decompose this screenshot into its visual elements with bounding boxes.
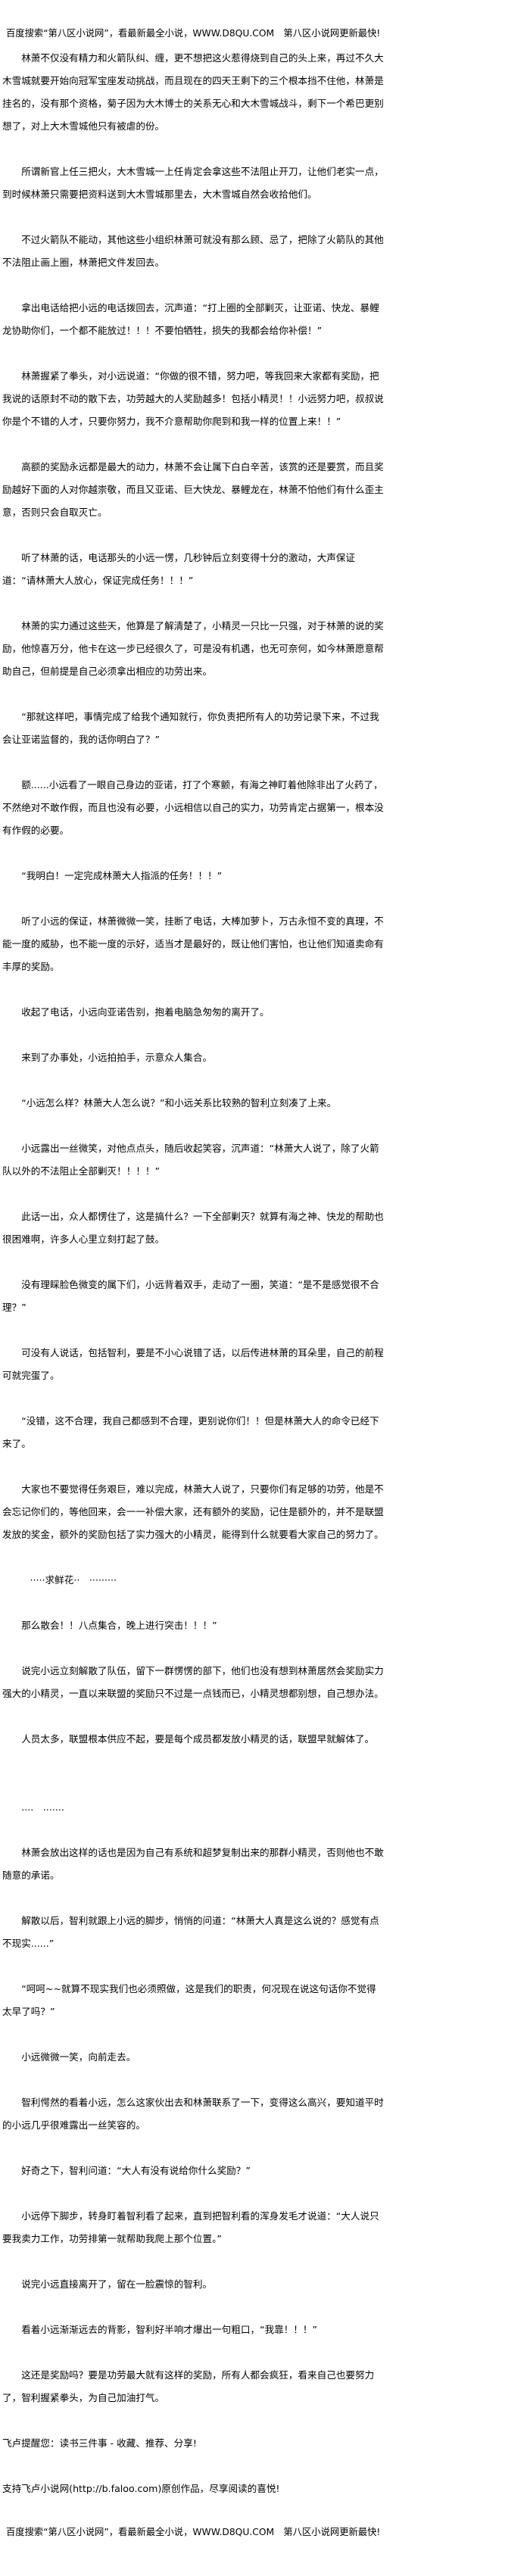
- paragraph: “没错，这不合理，我自己都感到不合理，更别说你们！！但是林萧大人的命令已经下来了…: [2, 1415, 379, 1449]
- paragraph: “我明白！一定完成林萧大人指派的任务！！！”: [21, 870, 223, 881]
- paragraph: 林萧握紧了拳头，对小远说道：“你做的很不错，努力吧，等我回来大家都有奖励，把我说…: [2, 370, 384, 427]
- paragraph: .... .......: [21, 1801, 64, 1813]
- paragraph: 听了林萧的话，电话那头的小远一愣，几秒钟后立刻变得十分的激动，大声保证道：“请林…: [2, 552, 355, 586]
- paragraph: 解散以后，智利就跟上小远的脚步，悄悄的问道：“林萧大人真是这么说的？感觉有点不现…: [2, 1915, 379, 1949]
- paragraph: 说完小远立刻解散了队伍，留下一群愣愣的部下，他们也没有想到林萧居然会奖励实力强大…: [2, 1665, 384, 1699]
- paragraph: 小远微微一笑，向前走去。: [21, 2051, 136, 2063]
- paragraph: 小远露出一丝微笑，对他点点头，随后收起笑容，沉声道：“林萧大人说了，除了火箭队以…: [2, 1143, 379, 1177]
- paragraph: 此话一出，众人都愣住了，这是搞什么？一下全部剿灭？就算有海之神、快龙的帮助也很困…: [2, 1211, 384, 1245]
- paragraph: 大家也不要觉得任务艰巨，难以完成，林萧大人说了，只要你们有足够的功劳，他是不会忘…: [2, 1483, 384, 1540]
- paragraph: “那就这样吧，事情完成了给我个通知就行，你负责把所有人的功劳记录下来，不过我会让…: [2, 711, 379, 745]
- paragraph: 林萧的实力通过这些天，他算是了解清楚了，小精灵一只比一只强，对于林萧的说的奖励，…: [2, 620, 384, 677]
- paragraph: 智利愕然的看着小远，怎么这家伙出去和林萧联系了一下，变得这么高兴，要知道平时的小…: [2, 2097, 384, 2131]
- paragraph: 好奇之下，智利问道：“大人有没有说给你什么奖励？”: [21, 2165, 251, 2176]
- paragraph: 看着小远渐渐远去的背影，智利好半响才爆出一句粗口，“我靠！！！”: [21, 2324, 318, 2335]
- paragraph: 小远停下脚步，转身盯着智利看了起来，直到把智利看的浑身发毛才说道：“大人说只要我…: [2, 2210, 379, 2244]
- paragraph: 额......小远看了一眼自己身边的亚诺，打了个寒颤，有海之神盯着他除非出了火药…: [2, 779, 384, 836]
- reminder-text: 飞卢提醒您：读书三件事 - 收藏、推荐、分享!: [2, 2437, 197, 2449]
- paragraph: 听了小远的保证，林萧微微一笑，挂断了电话，大棒加萝卜，万古永恒不变的真理，不能一…: [2, 915, 384, 972]
- paragraph: “小远怎么样？林萧大人怎么说？”和小远关系比较熟的智利立刻凑了上来。: [21, 1097, 337, 1109]
- paragraph: 来到了办事处，小远拍拍手，示意众人集合。: [21, 1052, 213, 1063]
- paragraph: 收起了电话，小远向亚诺告别，抱着电脑急匆匆的离开了。: [21, 1006, 270, 1018]
- paragraph: 说完小远直接离开了，留在一脸震惊的智利。: [21, 2278, 213, 2290]
- paragraph: 林萧不仅没有精力和火箭队纠、缠，更不想把这火惹得烧到自己的头上来，再过不久大木雪…: [2, 52, 384, 132]
- support-notice: 支持飞卢小说网(http://b.faloo.com)原创作品，尽享阅读的喜悦!: [2, 2483, 280, 2494]
- paragraph: ·····求鲜花·· ·········: [30, 1574, 117, 1586]
- paragraph: 所谓新官上任三把火，大木雪城一上任肯定会拿这些不法阻止开刀，让他们老实一点，到时…: [2, 166, 384, 200]
- paragraph: 这还是奖励吗？要是功劳最大就有这样的奖励，所有人都会疯狂，看来自己也要努力了，智…: [2, 2369, 375, 2403]
- paragraph: 可没有人说话，包括智利，要是不小心说错了话，以后传进林萧的耳朵里，自己的前程可就…: [2, 1347, 384, 1381]
- paragraph: 人员太多，联盟根本供应不起，要是每个成员都发放小精灵的话，联盟早就解体了。: [21, 1733, 375, 1745]
- paragraph: 那么散会！！八点集合，晚上进行突击！！！”: [21, 1620, 217, 1631]
- chapter-body: 林萧不仅没有精力和火箭队纠、缠，更不想把这火惹得烧到自己的头上来，再过不久大木雪…: [2, 47, 385, 2409]
- footer-banner: 百度搜索“第八区小说网”，看最新最全小说，WWW.D8QU.COM 第八区小说网…: [6, 2527, 381, 2537]
- paragraph: 不过火箭队不能动，其他这些小组织林萧可就没有那么顾、忌了，把除了火箭队的其他不法…: [2, 234, 384, 268]
- paragraph: “呵呵~~就算不现实我们也必须照做，这是我们的职责，何况现在说这句话你不觉得太早…: [2, 1983, 376, 2017]
- paragraph: 拿出电话给把小远的电话拨回去，沉声道：“打上圈的全部剿灭，让亚诺、快龙、暴鲤龙协…: [2, 302, 379, 336]
- header-banner: 百度搜索“第八区小说网”，看最新最全小说，WWW.D8QU.COM 第八区小说网…: [6, 28, 381, 39]
- paragraph: 高额的奖励永远都是最大的动力，林萧不会让属下白白辛苦，该赏的还是要赏，而且奖励越…: [2, 461, 384, 518]
- paragraph: 没有理睬脸色微变的属下们，小远背着双手，走动了一圈，笑道：“是不是感觉很不合理？…: [2, 1279, 379, 1313]
- paragraph: 林萧会放出这样的话也是因为自己有系统和超梦复制出来的那群小精灵，否则他也不敢随意…: [2, 1847, 384, 1881]
- chapter-document: 百度搜索“第八区小说网”，看最新最全小说，WWW.D8QU.COM 第八区小说网…: [2, 28, 385, 2537]
